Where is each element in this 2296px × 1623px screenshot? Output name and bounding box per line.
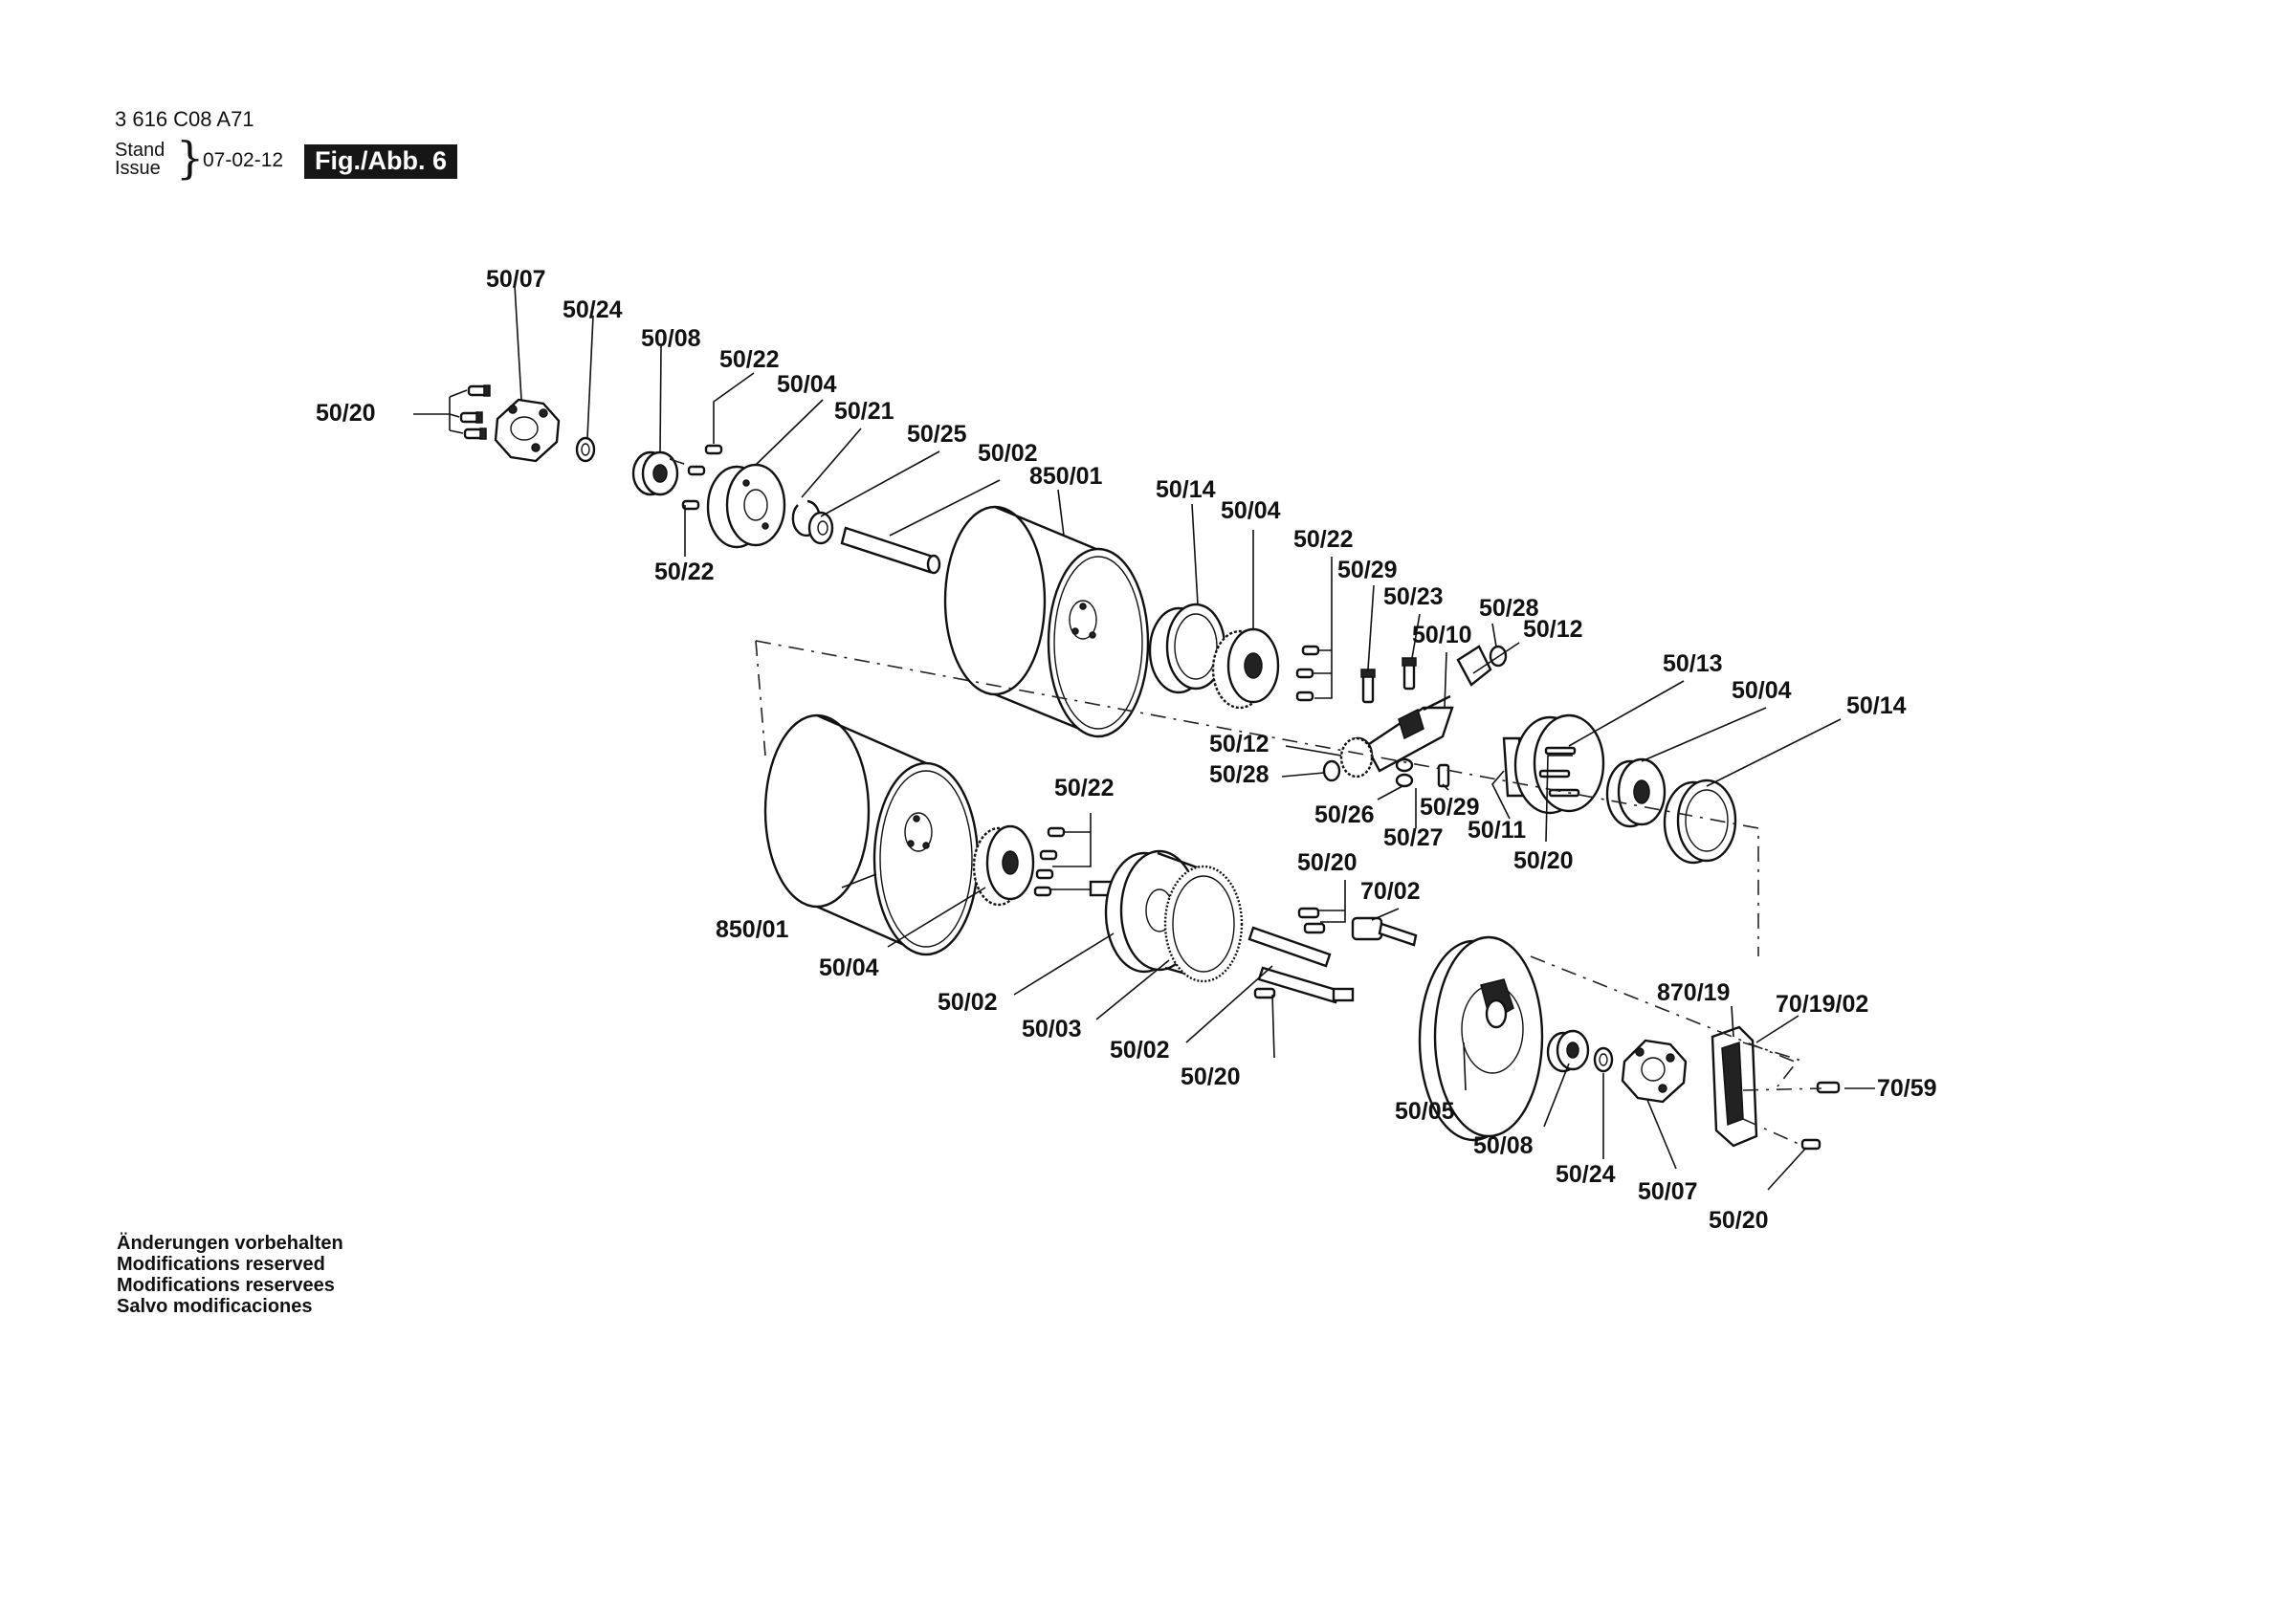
- label-spindle: 70/02: [1360, 878, 1421, 905]
- bearing-lower: [1546, 1029, 1590, 1073]
- part-labels: 50/07 50/24 50/08 50/22 50/04 50/21 50/2…: [316, 266, 1937, 1234]
- drum-lower: [763, 713, 980, 956]
- note-english: Modifications reserved: [117, 1254, 325, 1275]
- shaft-lower: [1247, 926, 1355, 1004]
- stand-label: Stand: [115, 140, 166, 161]
- bracket: [1711, 1025, 1758, 1148]
- shaft-top: [840, 526, 941, 575]
- bevel-gear: [1456, 645, 1492, 687]
- label-nut-27: 50/27: [1383, 824, 1444, 851]
- ring-right: [1663, 779, 1737, 865]
- label-end-cover: 50/05: [1395, 1098, 1455, 1125]
- label-housing-lower: 50/02: [938, 989, 998, 1016]
- label-nut-26: 50/26: [1314, 801, 1375, 828]
- label-gear-shaft: 50/11: [1468, 817, 1526, 844]
- label-screws-top-left: 50/20: [316, 400, 376, 427]
- label-gear-middle: 50/04: [1221, 497, 1281, 524]
- note-french: Modifications reservees: [117, 1275, 335, 1296]
- label-housing-right: 50/13: [1663, 650, 1723, 677]
- label-washer-28-top: 50/28: [1479, 595, 1539, 622]
- note-german: Änderungen vorbehalten: [117, 1233, 343, 1254]
- label-screws-lower: 50/22: [1054, 775, 1115, 801]
- gear-lower: [972, 824, 1035, 907]
- stand-issue-label: Stand Issue: [115, 140, 166, 179]
- figure-badge: Fig./Abb. 6: [304, 144, 457, 179]
- drum-top: [943, 505, 1150, 738]
- issue-date: 07-02-12: [203, 149, 284, 171]
- leader-lines: [413, 284, 1875, 1191]
- label-screw-top-low: 50/22: [654, 559, 715, 585]
- note-spanish: Salvo modificaciones: [117, 1296, 313, 1317]
- label-bearing-lower: 50/08: [1473, 1132, 1534, 1159]
- label-screw-lower: 50/20: [1181, 1064, 1241, 1090]
- label-pinion: 50/12: [1209, 731, 1269, 757]
- brace-glyph: }: [176, 132, 205, 184]
- label-screw-70-59: 70/59: [1877, 1075, 1937, 1102]
- label-ring-right: 50/14: [1846, 692, 1907, 719]
- flange-top: [494, 398, 561, 463]
- label-screw-bottom-right: 50/20: [1709, 1207, 1769, 1234]
- ring-top: [1148, 603, 1226, 694]
- label-bracket-sub: 70/19/02: [1776, 991, 1868, 1018]
- label-screws-middle: 50/22: [1293, 526, 1354, 553]
- washer-top: [575, 436, 596, 463]
- label-ring-gear: 50/03: [1022, 1016, 1082, 1042]
- label-gear-housing-top: 50/04: [777, 371, 837, 398]
- label-bracket: 870/19: [1657, 979, 1730, 1006]
- label-screws-lower-mid: 50/20: [1297, 849, 1358, 876]
- assembly-lines: [669, 458, 1822, 1145]
- label-bolt-3: 50/29: [1420, 794, 1480, 821]
- spindle: [1351, 916, 1418, 947]
- label-ring-top: 50/14: [1156, 476, 1216, 503]
- label-drum-top: 850/01: [1029, 463, 1103, 490]
- label-washer-top: 50/24: [563, 296, 623, 323]
- document-number: 3 616 C08 A71: [115, 107, 254, 131]
- parts-lower: [763, 713, 1841, 1151]
- label-flange-lower: 50/07: [1638, 1178, 1698, 1205]
- screw-group-top-left: [459, 384, 491, 440]
- label-washer-lower: 50/24: [1556, 1161, 1616, 1188]
- label-gear-right: 50/04: [1732, 677, 1792, 704]
- label-washer-2: 50/25: [907, 421, 967, 448]
- label-bearing-top: 50/08: [641, 325, 701, 352]
- housing-right-top: [1502, 713, 1605, 815]
- gear-right: [1605, 757, 1667, 828]
- parts-upper: [459, 384, 1737, 865]
- label-bolt-2: 50/23: [1383, 583, 1444, 610]
- gear-middle-top: [1211, 627, 1280, 710]
- label-pinion-top: 50/12: [1523, 616, 1583, 643]
- label-screws-housing: 50/20: [1513, 847, 1574, 874]
- gear-housing-top: [706, 463, 786, 549]
- label-flange-top: 50/07: [486, 266, 546, 293]
- end-cover: [1418, 935, 1544, 1142]
- modification-notes: Änderungen vorbehalten Modifications res…: [117, 1233, 343, 1317]
- label-screw-top: 50/22: [719, 346, 780, 373]
- flange-lower: [1621, 1039, 1688, 1104]
- issue-label: Issue: [115, 158, 161, 179]
- label-drum-lower: 850/01: [716, 916, 789, 943]
- label-gear-lower: 50/04: [819, 954, 879, 981]
- label-washer-28: 50/28: [1209, 761, 1269, 788]
- label-shaft-top: 50/02: [978, 440, 1038, 467]
- label-bolt-1: 50/29: [1337, 557, 1398, 583]
- bearing-top: [631, 450, 679, 496]
- ring-gear-housing: [1089, 849, 1244, 983]
- label-bevel-gear: 50/10: [1412, 622, 1472, 648]
- label-shaft-lower: 50/02: [1110, 1037, 1170, 1064]
- label-circlip: 50/21: [834, 398, 894, 425]
